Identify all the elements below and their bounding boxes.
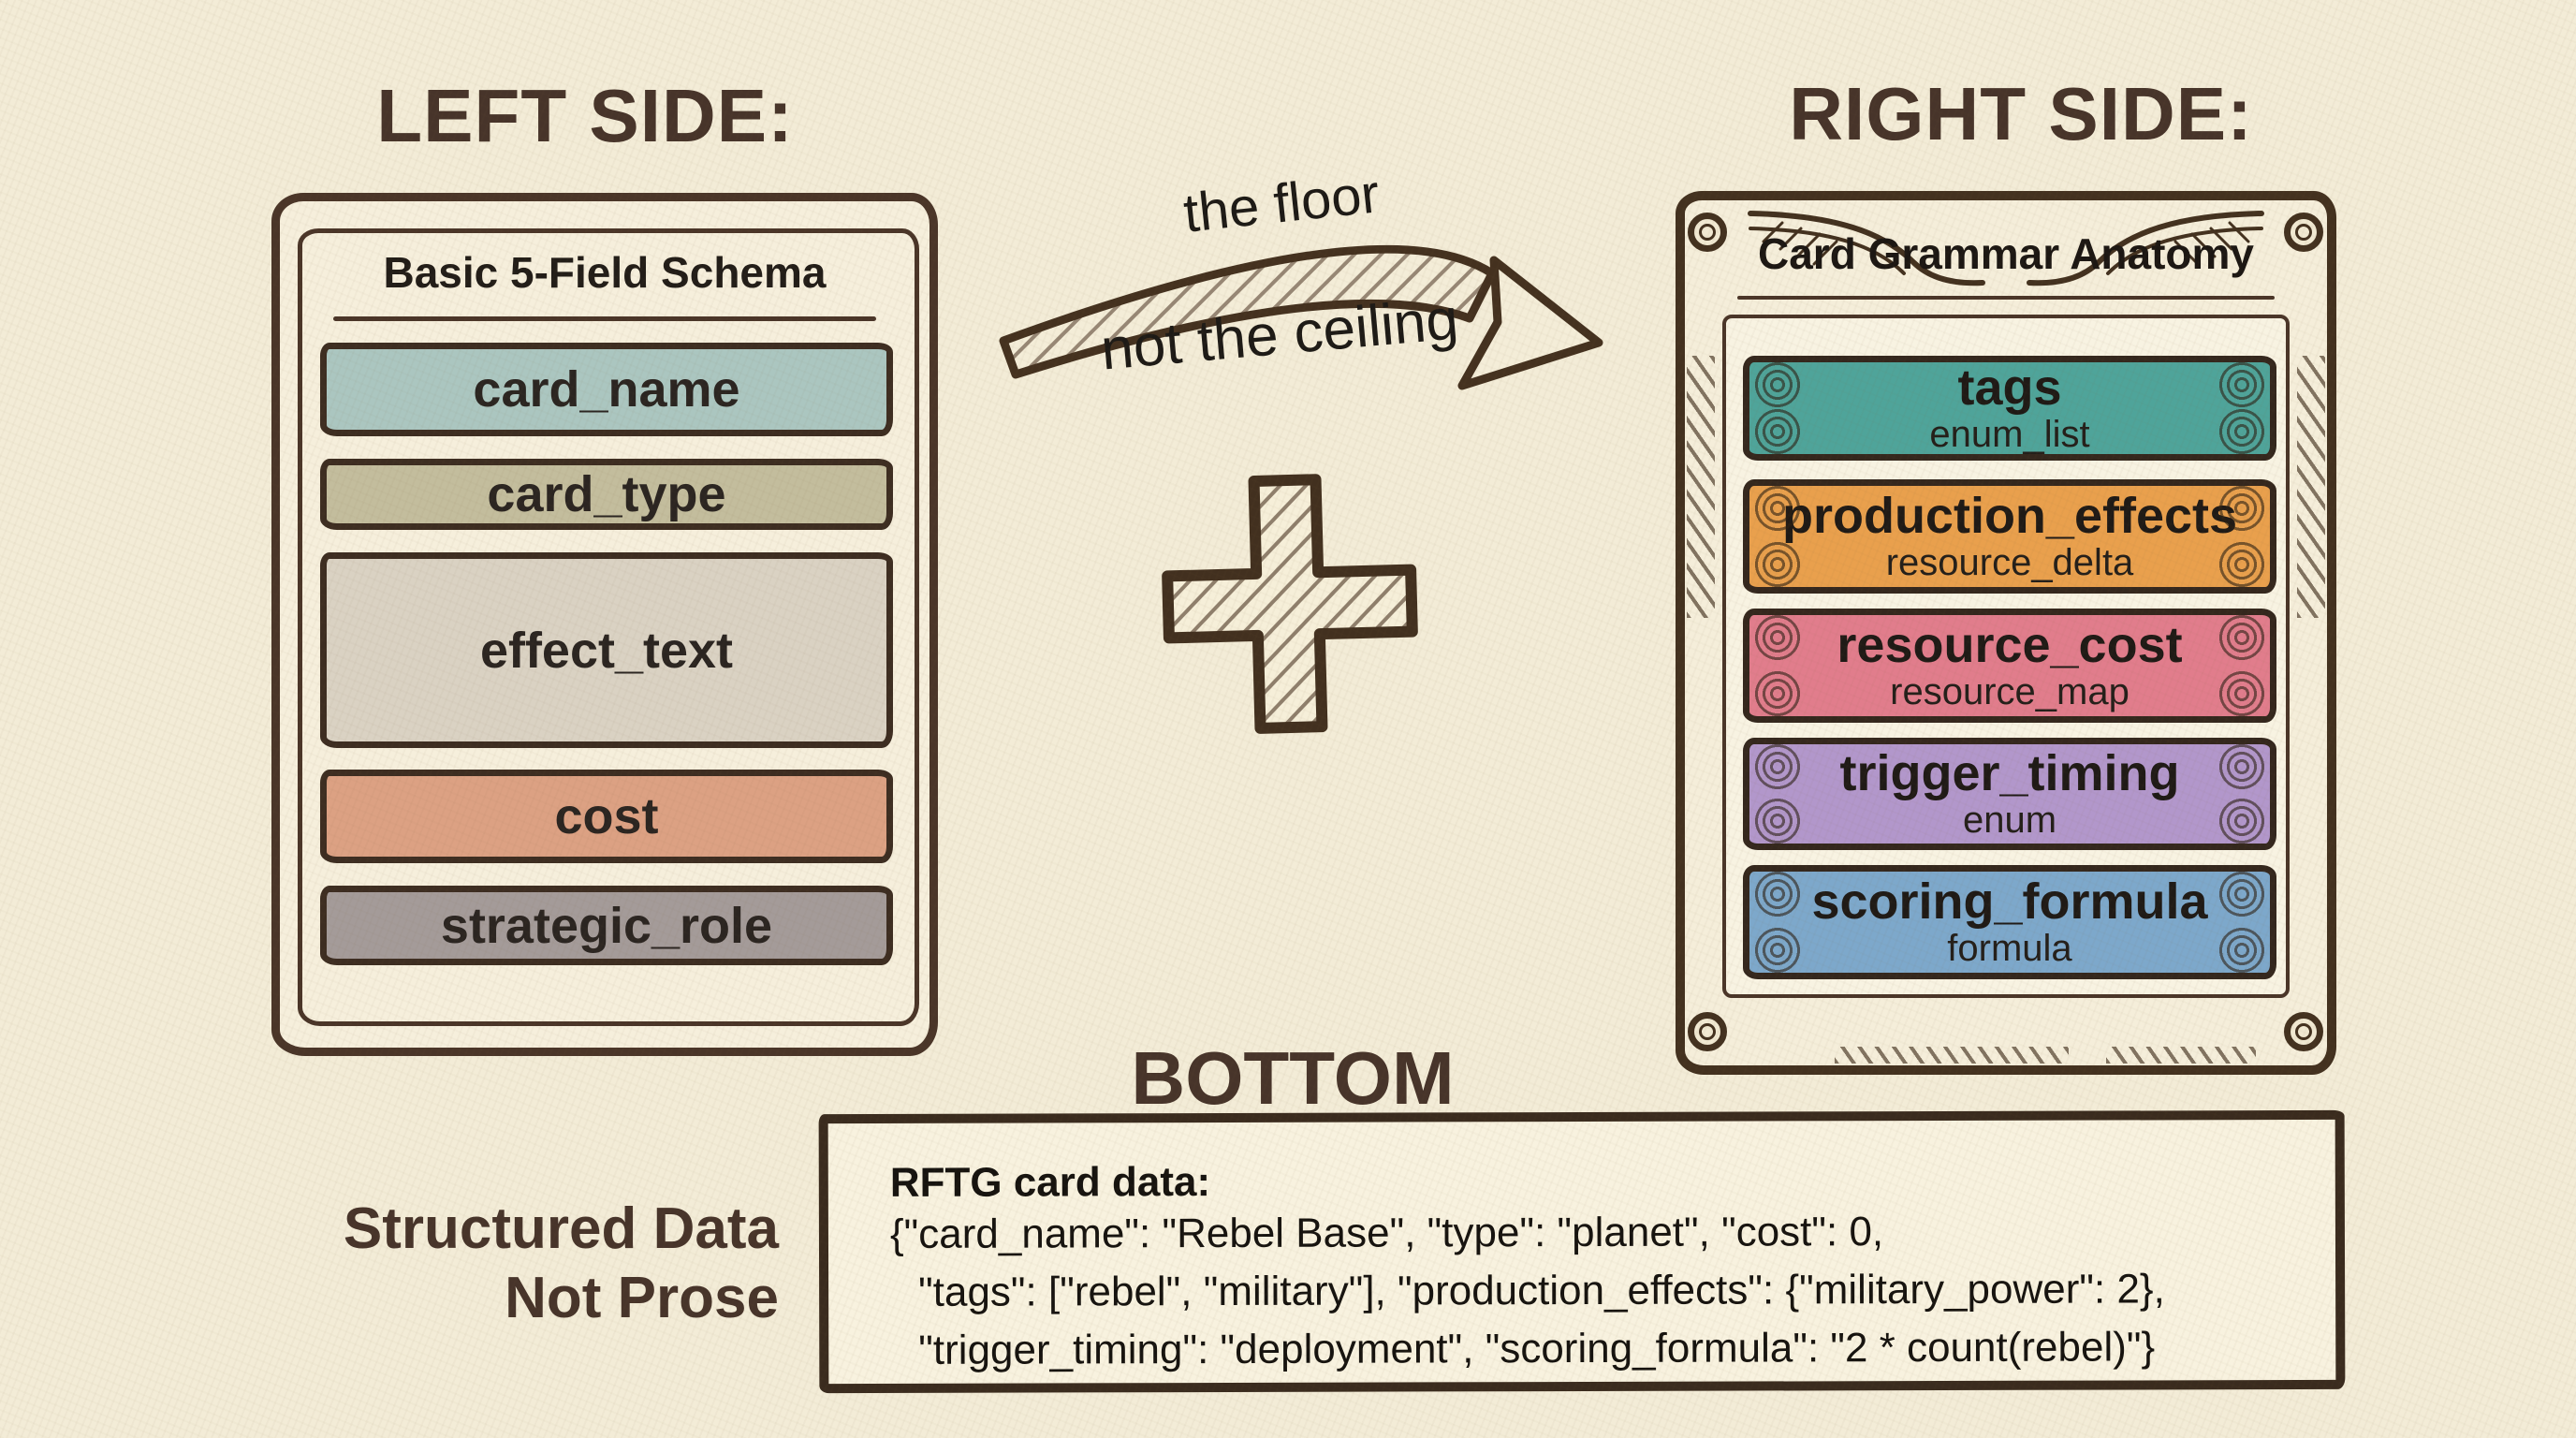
basic-schema-title-underline bbox=[333, 316, 876, 321]
field-type-label: resource_delta bbox=[1885, 542, 2134, 584]
left-side-title: LEFT SIDE: bbox=[376, 74, 794, 157]
field-strategic-role: strategic_role bbox=[320, 886, 893, 965]
field-label: trigger_timing bbox=[1839, 744, 2180, 801]
corner-rivet-icon bbox=[2284, 1012, 2323, 1051]
field-label: card_name bbox=[473, 361, 740, 418]
corner-rivet-icon bbox=[1688, 1012, 1727, 1051]
frame-hatch-decoration bbox=[1687, 356, 1715, 618]
basic-schema-card-inner-frame bbox=[298, 228, 919, 1026]
field-label: production_effects bbox=[1781, 487, 2238, 544]
arrow-label-top: the floor bbox=[1180, 163, 1383, 244]
caption-line: Not Prose bbox=[505, 1266, 779, 1330]
bottom-section-title: BOTTOM bbox=[1131, 1036, 1455, 1120]
card-grammar-title-underline bbox=[1737, 296, 2275, 300]
code-line: "tags": ["rebel", "military"], "producti… bbox=[918, 1266, 2165, 1316]
field-card-name: card_name bbox=[320, 343, 893, 436]
field-resource-cost: resource_cost resource_map bbox=[1743, 609, 2276, 723]
field-label: tags bbox=[1957, 359, 2062, 416]
card-grammar-title: Card Grammar Anatomy bbox=[1757, 229, 2254, 278]
basic-schema-card-title: Basic 5-Field Schema bbox=[383, 248, 827, 297]
corner-rivet-icon bbox=[1688, 213, 1727, 252]
rftg-card-data-box: RFTG card data: {"card_name": "Rebel Bas… bbox=[818, 1109, 2346, 1394]
corner-rivet-icon bbox=[2284, 213, 2323, 252]
field-label: cost bbox=[554, 788, 659, 844]
field-type-label: enum_list bbox=[1929, 414, 2090, 456]
right-side-title: RIGHT SIDE: bbox=[1789, 72, 2253, 155]
field-label: strategic_role bbox=[440, 897, 773, 954]
field-label: scoring_formula bbox=[1811, 873, 2208, 930]
code-line: "trigger_timing": "deployment", "scoring… bbox=[918, 1324, 2156, 1374]
frame-hatch-decoration bbox=[2297, 356, 2325, 618]
structured-data-caption: Structured Data Not Prose bbox=[253, 1195, 779, 1333]
curved-arrow-icon bbox=[999, 244, 1603, 390]
code-line: {"card_name": "Rebel Base", "type": "pla… bbox=[889, 1209, 1884, 1258]
field-effect-text: effect_text bbox=[320, 552, 893, 748]
field-label: resource_cost bbox=[1837, 616, 2183, 673]
field-scoring-formula: scoring_formula formula bbox=[1743, 865, 2276, 979]
frame-hatch-decoration bbox=[2106, 1047, 2256, 1064]
field-tags: tags enum_list bbox=[1743, 356, 2276, 461]
field-label: effect_text bbox=[479, 622, 734, 679]
field-trigger-timing: trigger_timing enum bbox=[1743, 738, 2276, 850]
field-type-label: formula bbox=[1947, 928, 2072, 970]
frame-hatch-decoration bbox=[1835, 1047, 2069, 1064]
plus-icon bbox=[1162, 474, 1418, 734]
field-label: card_type bbox=[487, 466, 726, 522]
code-box-title: RFTG card data: bbox=[889, 1159, 1211, 1206]
frame-flourish-ornament bbox=[1748, 211, 2264, 286]
field-type-label: enum bbox=[1962, 800, 2057, 842]
field-card-type: card_type bbox=[320, 459, 893, 530]
field-production-effects: production_effects resource_delta bbox=[1743, 479, 2276, 594]
caption-line: Structured Data bbox=[343, 1196, 779, 1261]
field-type-label: resource_map bbox=[1890, 671, 2130, 713]
field-cost: cost bbox=[320, 770, 893, 863]
